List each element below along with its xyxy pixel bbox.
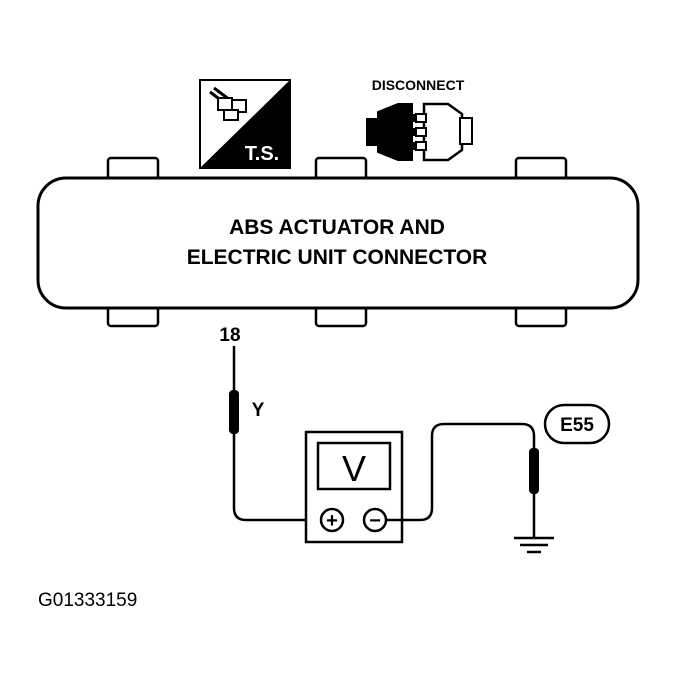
ground-label: E55 <box>560 415 594 436</box>
connector-body <box>36 176 640 310</box>
voltmeter-plus-sign: + <box>326 510 338 532</box>
pin-number-label: 18 <box>219 325 240 346</box>
voltmeter-positive-terminal <box>319 507 345 533</box>
negative-probe <box>386 422 539 538</box>
ground-label-box <box>543 403 611 445</box>
technical-service-icon <box>209 86 247 121</box>
connector-label-line2: ELECTRIC UNIT CONNECTOR <box>187 246 488 269</box>
ts-badge-label: T.S. <box>245 143 279 165</box>
disconnect-group: DISCONNECT <box>366 77 473 162</box>
connector-label-line1: ABS ACTUATOR AND <box>229 216 445 239</box>
wire-color-code: Y <box>252 400 265 421</box>
disconnect-connector-icon <box>366 102 473 162</box>
ground-symbol-icon <box>514 536 554 554</box>
positive-probe <box>229 346 322 522</box>
figure-id: G01333159 <box>38 590 137 611</box>
voltmeter: V + − <box>304 430 404 544</box>
voltmeter-minus-sign: − <box>369 510 381 532</box>
voltmeter-symbol: V <box>342 448 366 489</box>
voltmeter-display <box>316 441 392 491</box>
disconnect-label: DISCONNECT <box>372 77 465 93</box>
ts-badge: T.S. <box>199 79 291 169</box>
